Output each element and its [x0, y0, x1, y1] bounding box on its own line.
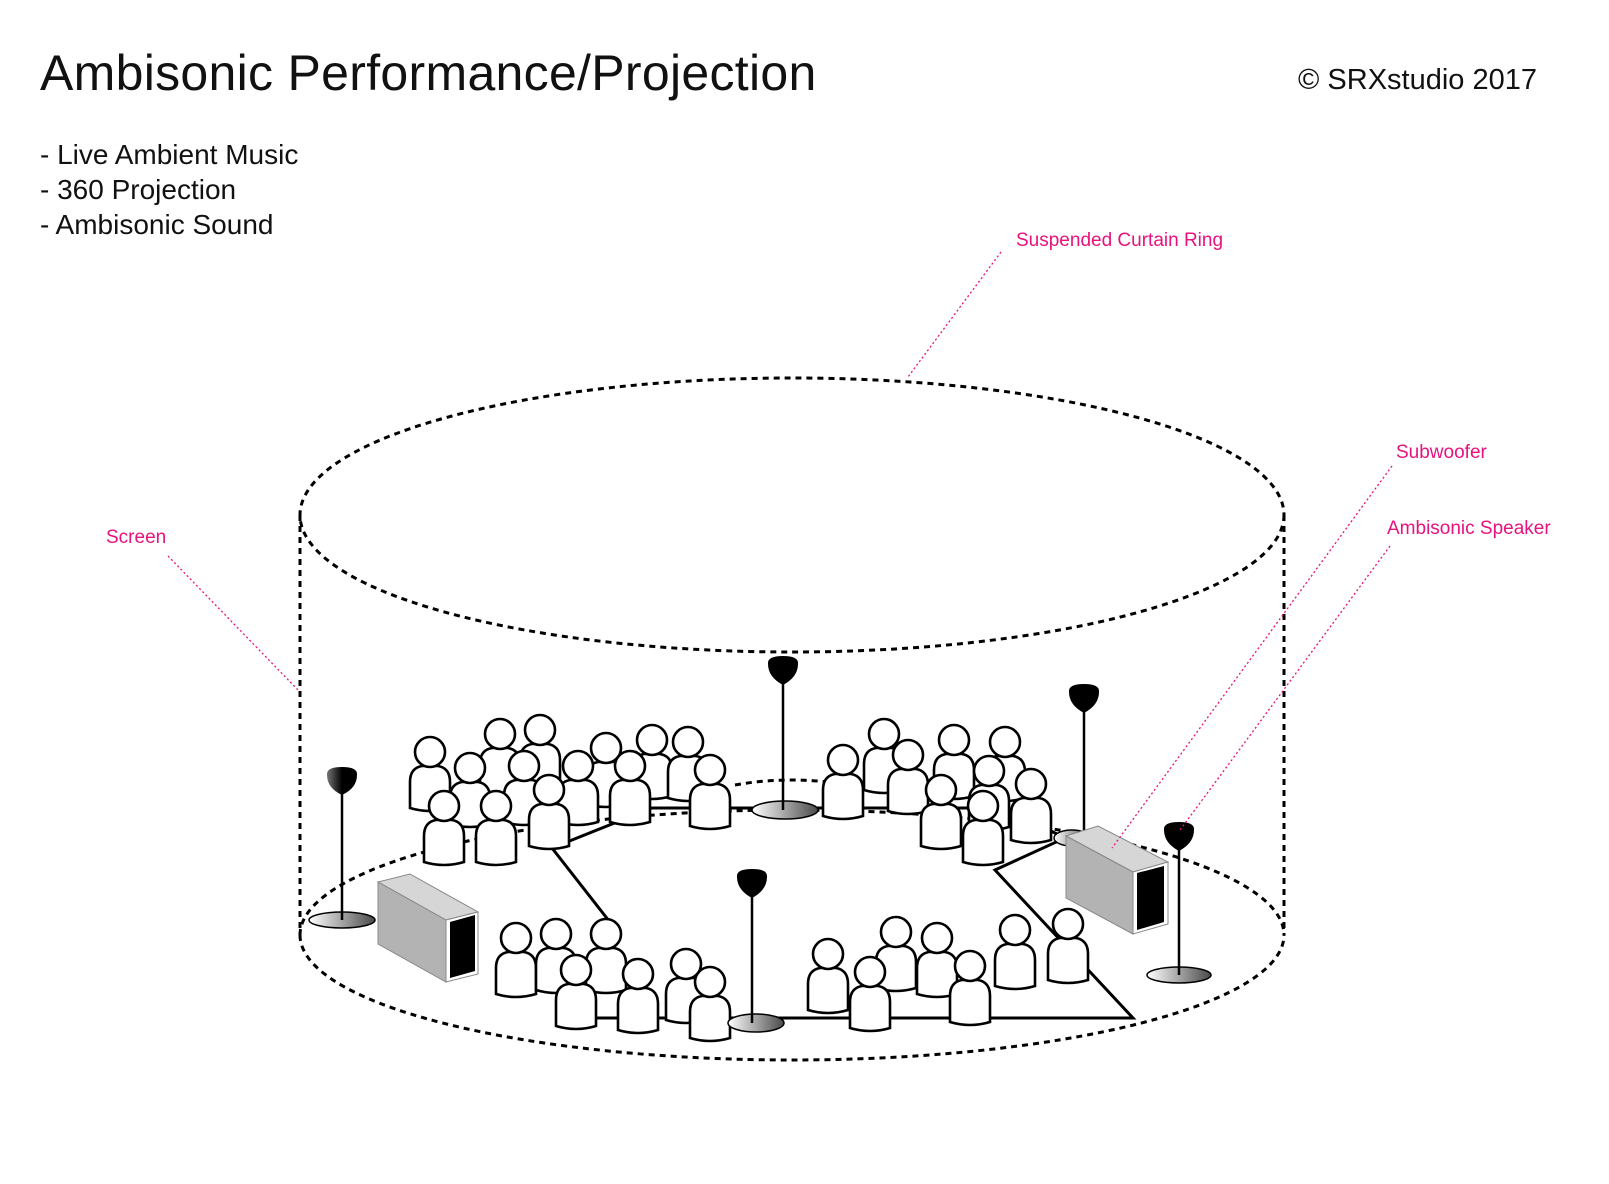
- copyright-text: © SRXstudio 2017: [1297, 64, 1537, 96]
- feature-item: - Ambisonic Sound: [40, 209, 274, 240]
- label-leaders: [167, 251, 1393, 849]
- audience-group-back-left: [408, 713, 732, 867]
- feature-list: - Live Ambient Music - 360 Projection - …: [40, 137, 298, 242]
- subwoofer-label: Subwoofer: [1396, 442, 1487, 463]
- subwoofer-left: [376, 873, 480, 983]
- subwoofer-right: [1064, 825, 1170, 935]
- ambisonic-speaker-right: [1146, 822, 1212, 984]
- audience-group-front-right: [806, 907, 1090, 1033]
- page-title: Ambisonic Performance/Projection: [40, 45, 817, 101]
- audience-group-front-left: [494, 917, 732, 1043]
- curtain-ring-label: Suspended Curtain Ring: [1016, 230, 1224, 251]
- ambisonic-speaker-front: [727, 869, 785, 1033]
- feature-item: - Live Ambient Music: [40, 139, 299, 170]
- screen-label: Screen: [106, 527, 167, 548]
- audience-group-back-right: [821, 717, 1053, 867]
- feature-item: - 360 Projection: [40, 174, 237, 205]
- ambisonic-speaker-left: [308, 767, 376, 929]
- ambisonic-speaker-back: [751, 656, 819, 820]
- ambisonic-speaker-back-right: [1053, 684, 1100, 847]
- ambisonic-speaker-label: Ambisonic Speaker: [1387, 518, 1551, 539]
- curtain-ring: [298, 376, 1286, 654]
